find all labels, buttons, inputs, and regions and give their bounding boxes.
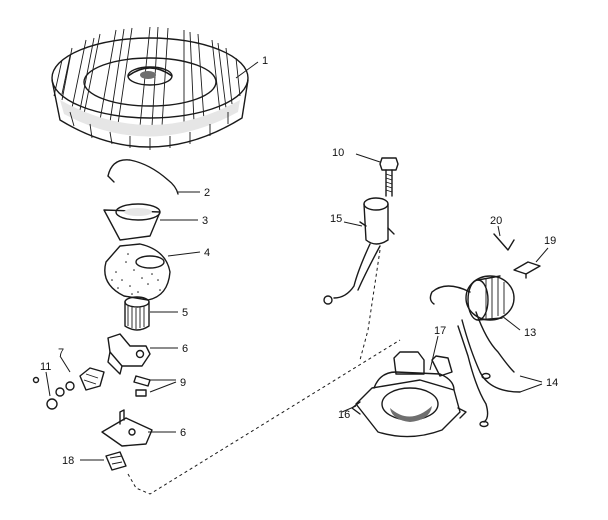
callout-14: 14 xyxy=(546,377,558,389)
callout-1: 1 xyxy=(262,55,268,67)
callout-19: 19 xyxy=(544,235,556,247)
bushing xyxy=(124,296,150,331)
dashed-line-15 xyxy=(359,249,381,361)
leader-17 xyxy=(429,335,439,371)
assembly-dashed-line xyxy=(127,339,401,495)
callout-17: 17 xyxy=(434,325,446,337)
clip-7 xyxy=(79,367,105,391)
tab-19 xyxy=(513,261,541,279)
block-18 xyxy=(105,451,127,471)
bolt-10 xyxy=(379,157,399,197)
callout-18: 18 xyxy=(62,455,74,467)
leader-19 xyxy=(535,247,549,263)
leader-9 xyxy=(149,379,177,393)
callout-15: 15 xyxy=(330,213,342,225)
callout-10: 10 xyxy=(332,147,344,159)
leader-11 xyxy=(45,371,51,397)
callout-9: 9 xyxy=(180,377,186,389)
bracket-lower xyxy=(101,409,153,447)
leader-14 xyxy=(519,375,543,393)
leader-4 xyxy=(167,251,201,257)
leader-10 xyxy=(355,153,381,163)
leader-1 xyxy=(235,61,259,79)
leader-20 xyxy=(497,225,501,237)
screws xyxy=(133,375,151,397)
wire-spring-20 xyxy=(493,233,515,251)
leader-15 xyxy=(343,221,363,227)
flywheel-fins xyxy=(53,26,241,150)
washers xyxy=(32,376,75,410)
wire-leads-14 xyxy=(457,319,521,428)
callout-4: 4 xyxy=(204,247,210,259)
armature-coil-13 xyxy=(429,275,515,373)
callout-3: 3 xyxy=(202,215,208,227)
callout-6-lower: 6 xyxy=(180,427,186,439)
callout-11: 11 xyxy=(40,361,51,373)
callout-2: 2 xyxy=(204,187,210,199)
callout-16: 16 xyxy=(338,409,350,421)
leader-13 xyxy=(501,315,521,331)
housing-16 xyxy=(351,351,467,438)
leader-7 xyxy=(59,355,71,373)
callout-6-upper: 6 xyxy=(182,343,188,355)
callout-5: 5 xyxy=(182,307,188,319)
callout-7: 7 xyxy=(58,347,64,359)
flywheel xyxy=(51,26,249,150)
bracket-upper xyxy=(107,333,151,375)
spring-clip xyxy=(107,159,179,195)
gasket-plate xyxy=(104,243,171,301)
callout-13: 13 xyxy=(524,327,536,339)
leader-16 xyxy=(341,405,357,413)
sleeve-part xyxy=(103,203,161,241)
callout-20: 20 xyxy=(490,215,502,227)
condenser-15 xyxy=(323,197,395,305)
